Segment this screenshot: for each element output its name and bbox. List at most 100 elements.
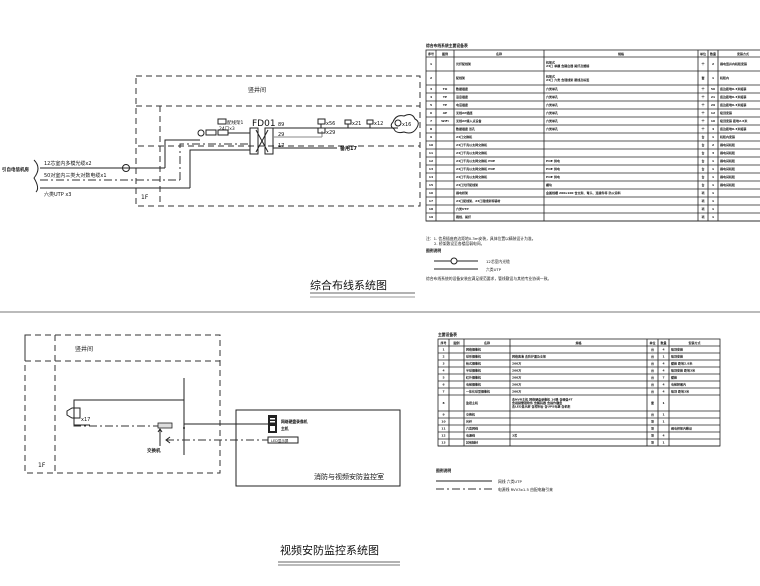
fiber-terminal-icon: [197, 129, 205, 137]
t1-cell: 机架式: [546, 59, 555, 64]
t1-cell: 24口 单模 含耦合器 尾纤及熔接: [546, 63, 589, 68]
t2-cell: 3: [442, 362, 444, 366]
t1-cell: 无线AP插座: [455, 110, 473, 115]
t2-cell: 6: [442, 383, 444, 387]
t2-cell: 11: [441, 427, 445, 431]
note-line-2: 2. 桥架敷设至各楼层弱电间。: [434, 241, 484, 246]
t1-cell: 弱电桥架: [456, 190, 468, 195]
phone-outlet-icon: [317, 127, 326, 134]
t1-cell: TO: [443, 87, 448, 91]
t1-cell: 台: [701, 166, 704, 171]
incoming-label: 引自电信机房: [2, 166, 29, 173]
t2-cell: 4: [662, 434, 664, 438]
t2-cell: 网络高清 含防护罩及支架: [512, 354, 546, 359]
switch-arrow-icon: [157, 428, 163, 433]
t2-cell: 1: [662, 420, 664, 424]
camera-feed-power: [73, 425, 158, 427]
t1-header-cell: 规格: [617, 51, 625, 56]
ap-outlet-icon: [366, 119, 374, 125]
t2-cell: 半球摄像机: [466, 368, 481, 373]
floor-zone: [135, 105, 421, 207]
zone-top-label: 竖井间: [248, 86, 266, 94]
t1-cell: 1: [712, 76, 714, 80]
t1-cell: 模块: [546, 182, 553, 187]
note-line-1: 注：1. 信息插座底边距地0.3m安装，具体位置以精装设计为准。: [426, 236, 536, 241]
t2-header-cell: 序号: [439, 340, 446, 345]
t2-cell: 含NVR主机 网络硬盘录像机 16路 含硬盘4T: [511, 396, 574, 401]
t2-cell: 含视频管理软件 含解码器 含操作键盘: [511, 400, 562, 405]
t1-cell: 24口千兆以太网交换机 POE: [456, 158, 495, 163]
t1-cell: 4: [430, 95, 432, 99]
t2-cell: 1: [662, 441, 664, 445]
cabling-system-diagram: 竖井间 1F 引自电信机房 12芯室内多模光缆x2 50对室内三类大对数电缆x1…: [2, 75, 421, 298]
t1-cell: 跳线、尾纤: [456, 214, 471, 219]
switch-box-icon: [157, 422, 173, 429]
t2-cell: 4: [662, 362, 664, 366]
t1-header-cell: 序号: [427, 51, 434, 56]
t1-cell: 1: [712, 183, 714, 187]
outlet-tp: x21: [344, 119, 361, 128]
t1-cell: 24口光纤配线架: [456, 182, 478, 187]
t2-cell: 吸顶安装: [671, 354, 683, 359]
t1-cell: 台: [701, 134, 704, 139]
outlet-ap: x12: [366, 119, 383, 128]
legend2-title: 图例说明: [436, 468, 451, 473]
t1-cell: 1: [712, 175, 714, 179]
t2-cell: 13: [441, 441, 445, 445]
legend2-label-2: 电源线 RVV3x1.5 由配电箱引来: [498, 487, 553, 492]
t1-cell: 数据插座: [455, 86, 468, 91]
voice-cable-route: [179, 143, 250, 180]
t1-cell: 24口千兆以太网交换机: [456, 174, 487, 179]
fiber-marker-icon: [122, 164, 130, 172]
t1-cell: 18: [429, 207, 433, 211]
t1-cell: 1: [712, 199, 714, 203]
t2-cell: 1: [662, 413, 664, 417]
video-surveillance-diagram: 竖井间 1F x17 交换机 网络硬盘录像机 主机 LED显示屏 消防与视频安防…: [24, 334, 401, 566]
t2-cell: 网络摄像机: [466, 347, 481, 352]
t2-cell: 2: [442, 355, 444, 359]
t2-cell: 吸顶安装 距地3米: [671, 368, 696, 373]
t1-cell: 个: [700, 118, 705, 123]
t1-cell: 弱电间机柜: [720, 150, 735, 155]
t1-cell: 24口 六类 含理线架 跳线及标签: [546, 77, 590, 82]
zone-left-label-2: 1F: [38, 462, 46, 469]
t2-cell: 弱电桥架内敷设: [671, 426, 692, 431]
riser-node: [183, 427, 185, 429]
control-arrow-icon: [165, 436, 171, 444]
t2-cell: 台: [651, 412, 654, 417]
cable-label-3: 六类UTP x3: [44, 191, 71, 198]
branch-count-3: 17: [278, 143, 284, 149]
t1-cell: 底边距地0.3米暗装: [719, 86, 746, 91]
t1-cell: POE 供电: [546, 166, 560, 171]
t2-cell: 4: [442, 369, 444, 373]
t2-cell: 台: [651, 375, 654, 380]
t1-cell: 14: [429, 175, 433, 179]
t1-cell: 15: [429, 183, 433, 187]
t1-cell: 1: [712, 191, 714, 195]
t2-cell: 台: [651, 382, 654, 387]
t2-cell: 台: [651, 354, 654, 359]
t1-cell: 弱电间机柜: [720, 142, 735, 147]
t2-cell: 吸顶安装: [671, 347, 683, 352]
outlet-tp2: x29: [317, 127, 335, 136]
t2-cell: 200万: [512, 389, 521, 394]
t1-cell: 项: [701, 214, 704, 219]
t2-cell: 一体化球型摄像机: [466, 389, 490, 394]
led-monitor-box: [267, 436, 299, 444]
cabling-legend: 注：1. 信息插座底边距地0.3m安装，具体位置以精装设计为准。 2. 桥架敷设…: [426, 236, 551, 281]
t2-cell: 含LED显示屏 含控制台 含UPS电源 含机柜: [511, 404, 570, 409]
t1-frame: [425, 49, 760, 222]
monitor-label: LED显示屏: [271, 439, 289, 443]
t1-cell: 个: [700, 110, 705, 115]
t1-cell: WiFi: [441, 119, 448, 123]
t2-header-cell: 图例: [453, 340, 459, 345]
t1-cell: 1: [712, 135, 714, 139]
t2-cell: 红外摄像机: [466, 375, 481, 380]
